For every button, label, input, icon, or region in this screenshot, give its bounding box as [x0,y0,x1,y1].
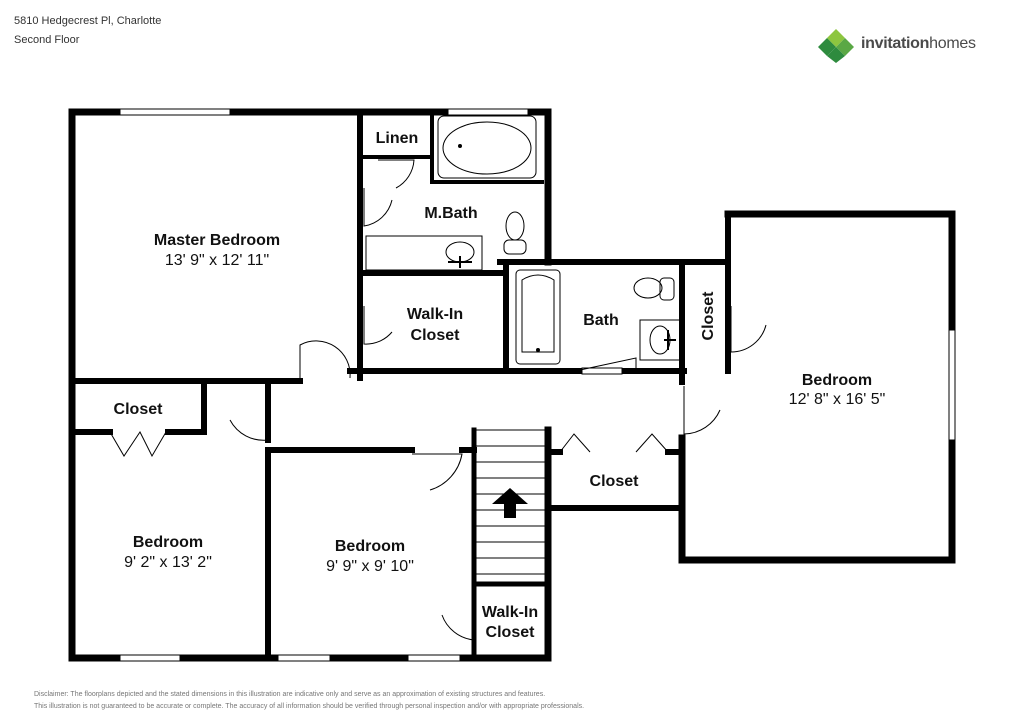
bedroom-right-dims: 12' 8" x 16' 5" [789,391,886,408]
closet-vertical-label: Closet [700,291,717,341]
closet-hall-label: Closet [590,473,640,490]
bedroom-middle-dims: 9' 9" x 9' 10" [326,558,414,575]
doors [109,159,767,641]
walk-in-closet-label: Walk-In [407,306,463,323]
vanity-icon [365,235,483,271]
bedroom-right-label: Bedroom [802,372,872,389]
master-bath-label: M.Bath [424,205,477,222]
windows [119,108,956,662]
floor-label: Second Floor [14,34,80,46]
walk-in-closet-2-label-2: Closet [486,624,536,641]
walls [68,108,956,662]
walk-in-closet-label-2: Closet [411,327,461,344]
room-labels: Master Bedroom 13' 9" x 12' 11" Linen M.… [114,130,886,641]
brand-name-bold: invitation [861,35,930,52]
sink-icon [639,319,681,361]
bedroom-middle-label: Bedroom [335,538,405,555]
bathtub-icon [437,115,537,179]
closet-left-label: Closet [114,401,164,418]
bedroom-left-label: Bedroom [133,534,203,551]
bathtub-icon [515,269,561,365]
brand-logo: invitationhomes [818,28,1018,64]
brand-name: invitationhomes [861,35,976,53]
stairs-outline [475,429,547,583]
disclaimer-line-1: Disclaimer: The floorplans depicted and … [34,691,546,698]
toilet-icon [633,277,663,299]
master-bedroom-label: Master Bedroom [154,232,280,249]
disclaimer-line-2: This illustration is not guaranteed to b… [34,703,585,710]
brand-name-thin: homes [929,35,976,52]
linen-label: Linen [376,130,419,147]
master-bedroom-dims: 13' 9" x 12' 11" [165,252,269,269]
diamond-logo-icon [818,29,854,63]
bedroom-left-dims: 9' 2" x 13' 2" [124,554,212,571]
fixtures [365,115,681,371]
up-arrow-icon [492,488,528,518]
bath-label: Bath [583,312,619,329]
stairs [475,429,547,583]
toilet-icon [505,211,525,241]
walk-in-closet-2-label: Walk-In [482,604,538,621]
property-address: 5810 Hedgecrest Pl, Charlotte [14,15,162,27]
